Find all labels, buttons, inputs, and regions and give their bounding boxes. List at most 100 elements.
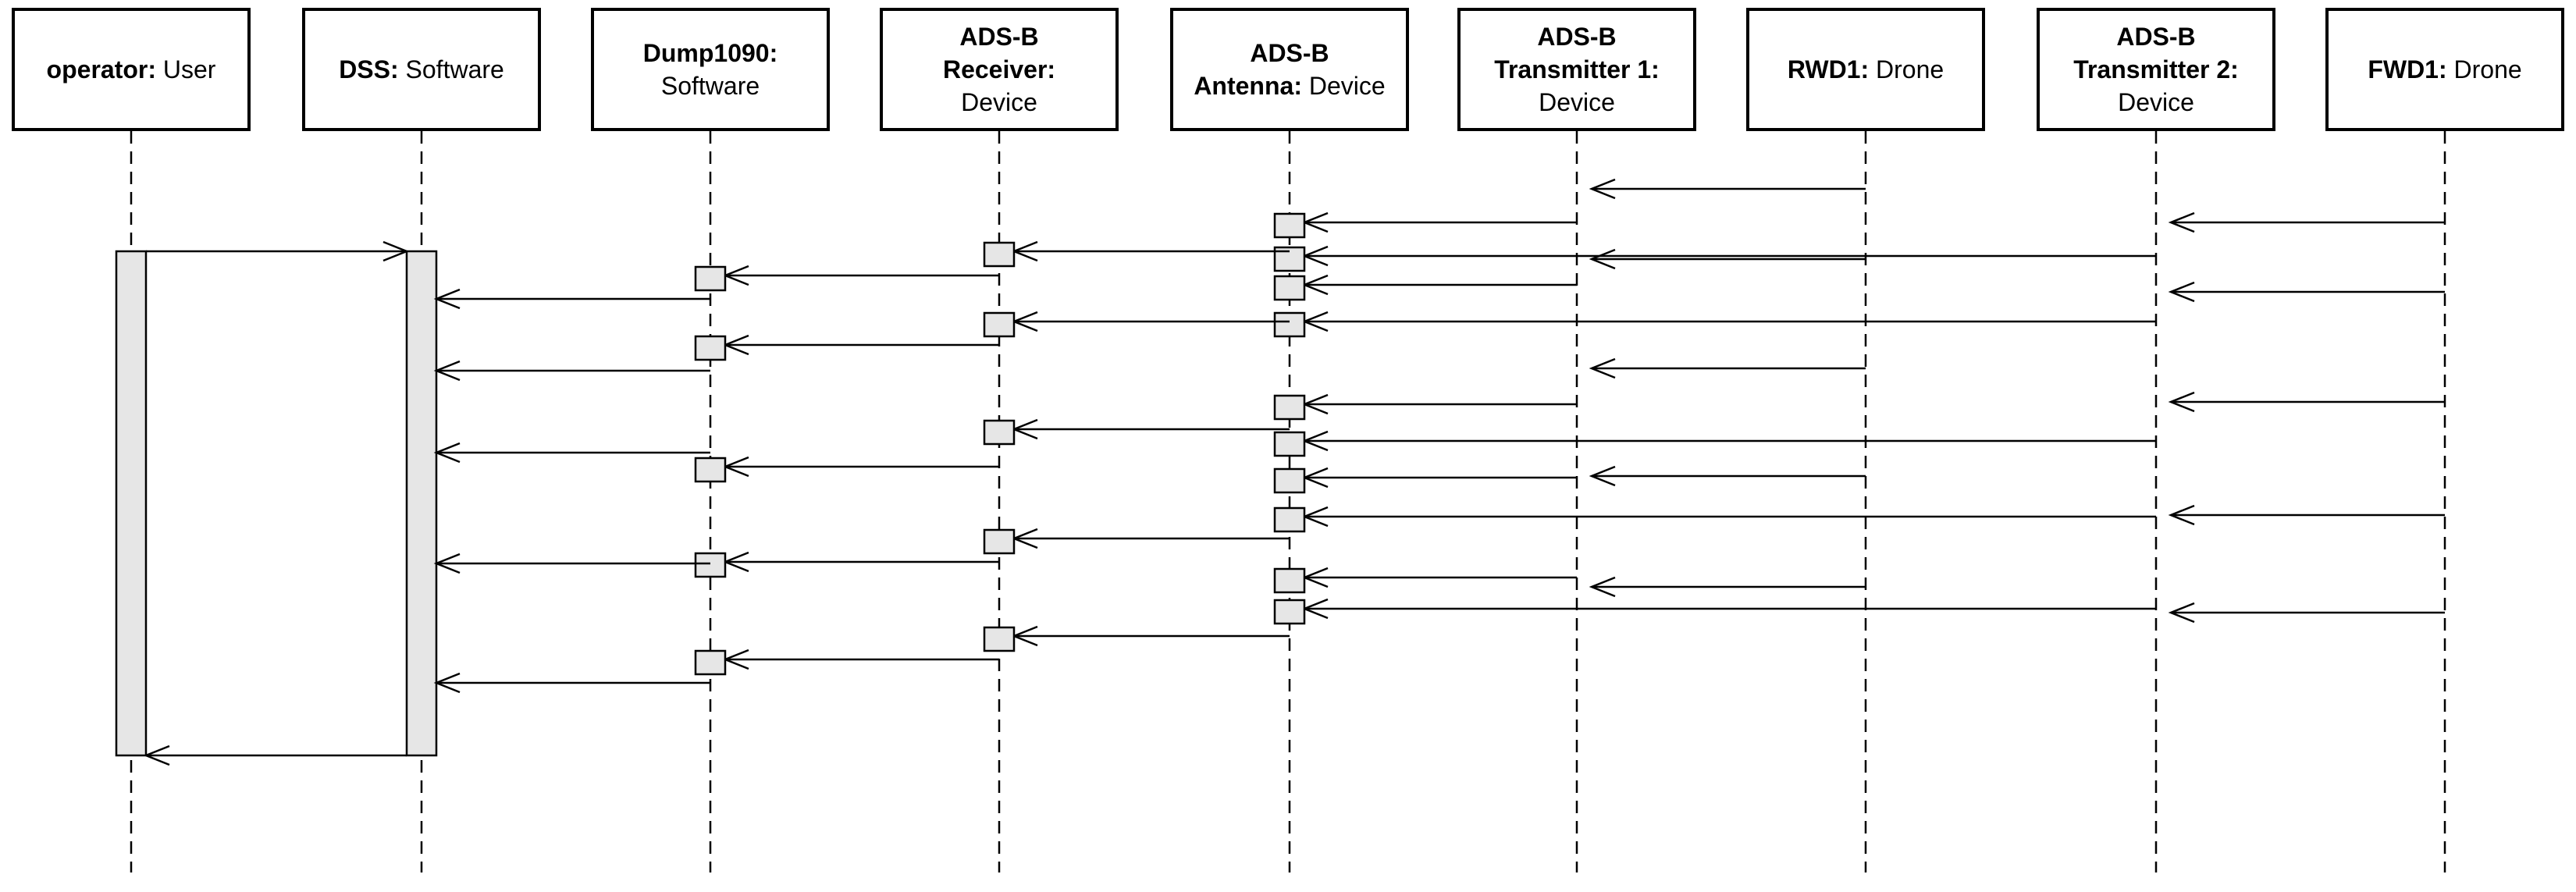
message-arrow-adsb-transmitter-2-to-adsb-antenna [1301,311,2156,332]
message-arrow-adsb-transmitter-2-to-adsb-antenna [1301,506,2156,528]
message-arrow-dump1090-to-dss [433,553,710,574]
execution-box-adsb-receiver [983,528,1016,555]
execution-box-adsb-antenna [1273,567,1306,594]
execution-box-adsb-antenna [1273,394,1306,421]
message-arrow-adsb-receiver-to-dump1090 [722,334,999,356]
lifeline-name: Transmitter 1: [1494,55,1660,84]
message-arrowhead [1589,357,1616,379]
execution-box-adsb-receiver [983,419,1016,446]
message-arrowhead [1589,465,1616,487]
lifeline-label-line: DSS: Software [339,53,504,86]
lifeline-type: Device [961,88,1037,116]
execution-box-dump1090 [694,457,727,483]
message-arrow-adsb-receiver-to-dump1090 [722,649,999,670]
lifeline-label-line: RWD1: Drone [1788,53,1944,86]
lifeline-box-dss: DSS: Software [302,8,541,131]
execution-box-adsb-antenna [1273,212,1306,239]
message-arrow-fwd1-to-adsb-transmitter-2 [2168,281,2445,303]
lifeline-type: Software [398,55,504,84]
message-arrow-adsb-transmitter-2-to-adsb-antenna [1301,598,2156,620]
message-arrowhead [1589,248,1616,270]
lifeline-label-line: Device [961,86,1037,119]
lifeline-box-dump1090: Dump1090: Software [591,8,830,131]
lifeline-type: Device [1301,72,1386,100]
lifeline-box-adsb-transmitter-1: ADS-B Transmitter 1: Device [1457,8,1696,131]
message-arrowhead [2168,281,2195,303]
message-arrowhead [2168,211,2195,233]
message-arrow-fwd1-to-adsb-transmitter-2 [2168,211,2445,233]
lifeline-name: ADS-B [1250,39,1329,67]
message-arrow-adsb-transmitter-1-to-adsb-antenna [1301,567,1577,588]
message-arrowhead [2168,504,2195,526]
execution-box-dump1090 [694,649,727,676]
message-arrow-adsb-transmitter-1-to-adsb-antenna [1301,274,1577,296]
lifeline-label-line: Antenna: Device [1194,69,1385,102]
message-arrow-rwd1-to-adsb-transmitter-1 [1589,178,1866,200]
lifeline-label-line: operator: User [47,53,216,86]
execution-box-dump1090 [694,552,727,578]
message-arrow-rwd1-to-adsb-transmitter-1 [1589,576,1866,598]
message-arrowhead [433,672,461,694]
lifeline-type: Device [1539,88,1615,116]
lifeline-label-line: Software [661,69,760,102]
lifeline-box-fwd1: FWD1: Drone [2325,8,2564,131]
execution-box-adsb-antenna [1273,431,1306,457]
lifeline-name: ADS-B [2116,23,2196,51]
message-arrowhead [382,240,410,262]
lifeline-box-rwd1: RWD1: Drone [1746,8,1985,131]
execution-box-adsb-antenna [1273,599,1306,625]
lifeline-name: ADS-B [959,23,1039,51]
message-arrowhead [2168,602,2195,624]
message-arrowhead [433,442,461,464]
lifeline-name: RWD1: [1787,55,1870,84]
message-arrow-adsb-antenna-to-adsb-receiver [1011,625,1290,647]
lifeline-name: FWD1: [2368,55,2447,84]
execution-box-dump1090 [694,265,727,292]
execution-box-adsb-receiver [983,311,1016,338]
lifeline-type: Device [2118,88,2194,116]
lifeline-type: User [156,55,216,84]
message-arrow-adsb-transmitter-1-to-adsb-antenna [1301,467,1577,489]
lifeline-type: Software [660,72,760,100]
message-arrow-adsb-transmitter-1-to-adsb-antenna [1301,393,1577,415]
message-arrow-adsb-antenna-to-adsb-receiver [1011,240,1290,262]
execution-box-adsb-antenna [1273,311,1306,338]
message-arrowhead [143,745,170,766]
lifeline-label-line: ADS-B [2116,20,2195,53]
lifeline-box-adsb-receiver: ADS-B Receiver: Device [880,8,1119,131]
lifeline-box-operator: operator: User [12,8,251,131]
lifeline-label-line: Device [2118,86,2194,119]
activation-bar-operator [115,250,148,757]
message-arrow-adsb-receiver-to-dump1090 [722,456,999,478]
lifeline-name: operator: [46,55,156,84]
lifeline-label-line: FWD1: Drone [2368,53,2521,86]
lifeline-label-line: Dump1090: [643,37,778,69]
message-arrow-fwd1-to-adsb-transmitter-2 [2168,391,2445,413]
activation-bar-dss [405,250,438,757]
message-arrow-adsb-antenna-to-adsb-receiver [1011,528,1290,549]
message-arrow-adsb-transmitter-2-to-adsb-antenna [1301,430,2156,452]
message-arrow-adsb-transmitter-2-to-adsb-antenna [1301,245,2156,267]
lifeline-label-line: ADS-B [1537,20,1616,53]
message-arrowhead [2168,391,2195,413]
message-arrow-rwd1-to-adsb-transmitter-1 [1589,357,1866,379]
message-arrow-adsb-receiver-to-dump1090 [722,265,999,286]
execution-box-adsb-receiver [983,626,1016,652]
lifeline-name: ADS-B [1537,23,1617,51]
message-arrow-dump1090-to-dss [433,288,710,310]
lifeline-label-line: Device [1539,86,1615,119]
lifeline-label-line: ADS-B [1250,37,1329,69]
message-arrow-rwd1-to-adsb-transmitter-1 [1589,248,1866,270]
message-arrowhead [433,288,461,310]
execution-box-adsb-antenna [1273,275,1306,301]
lifeline-label-line: ADS-B [959,20,1038,53]
message-arrow-dump1090-to-dss [433,360,710,382]
lifeline-name: Receiver: [942,55,1056,84]
lifeline-label-line: Transmitter 2: [2073,53,2239,86]
message-arrow-operator-to-dss [146,240,410,262]
execution-box-dump1090 [694,335,727,361]
message-arrow-adsb-transmitter-1-to-adsb-antenna [1301,211,1577,233]
